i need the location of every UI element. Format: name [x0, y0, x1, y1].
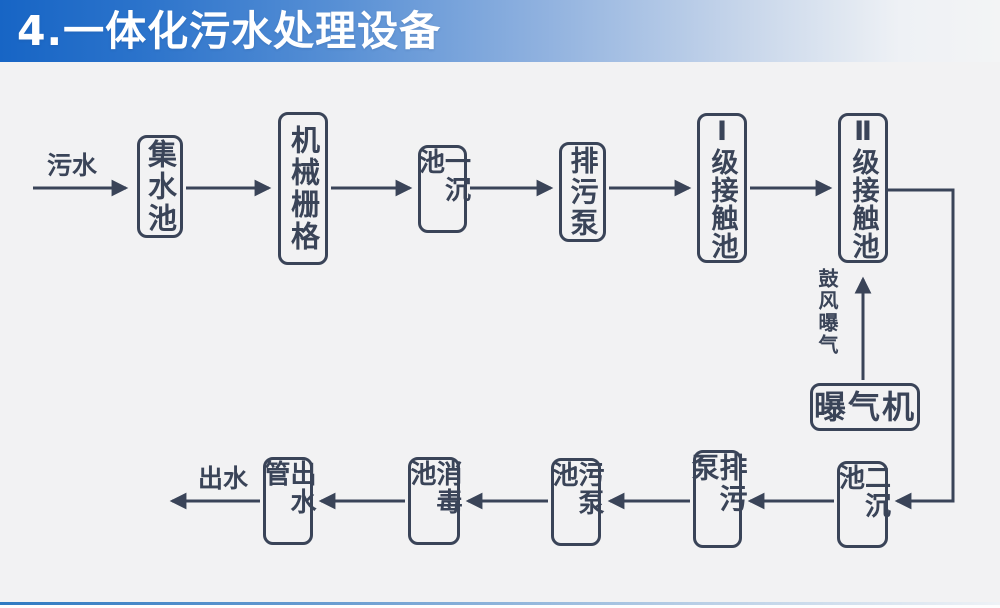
node-sewage-discharge-pump-upper: 排污泵: [559, 142, 606, 242]
node-outlet-pipe: 出水管: [260, 457, 316, 545]
node-stage1-contact-tank: Ⅰ级接触池: [697, 113, 747, 263]
node-primary-sedimentation-tank: 一沉池: [415, 145, 471, 233]
title-bar: 4.一体化污水处理设备: [0, 0, 1000, 62]
connector-stage2-to-secondary-sedimentation: [886, 188, 955, 510]
node-disinfection-tank: 消毒池: [406, 457, 462, 545]
node-mechanical-grille: 机械栅格: [278, 112, 328, 265]
aeration-label: 鼓风曝气: [815, 268, 839, 356]
node-stage2-contact-tank: Ⅱ级接触池: [838, 113, 888, 263]
node-aerator: 曝气机: [810, 383, 920, 431]
inlet-label: 污水: [47, 151, 98, 180]
page-title: 4.一体化污水处理设备: [17, 6, 442, 55]
bottom-accent-line: [0, 602, 1000, 605]
outlet-label: 出水: [198, 464, 249, 493]
bottom-strip: [0, 605, 1000, 608]
node-sewage-discharge-pump-lower: 排污泵: [688, 450, 749, 548]
node-sewage-pump-tank: 污泵池: [548, 458, 604, 546]
node-collection-tank: 集水池: [137, 135, 183, 238]
node-secondary-sedimentation-tank: 二沉池: [835, 461, 891, 548]
